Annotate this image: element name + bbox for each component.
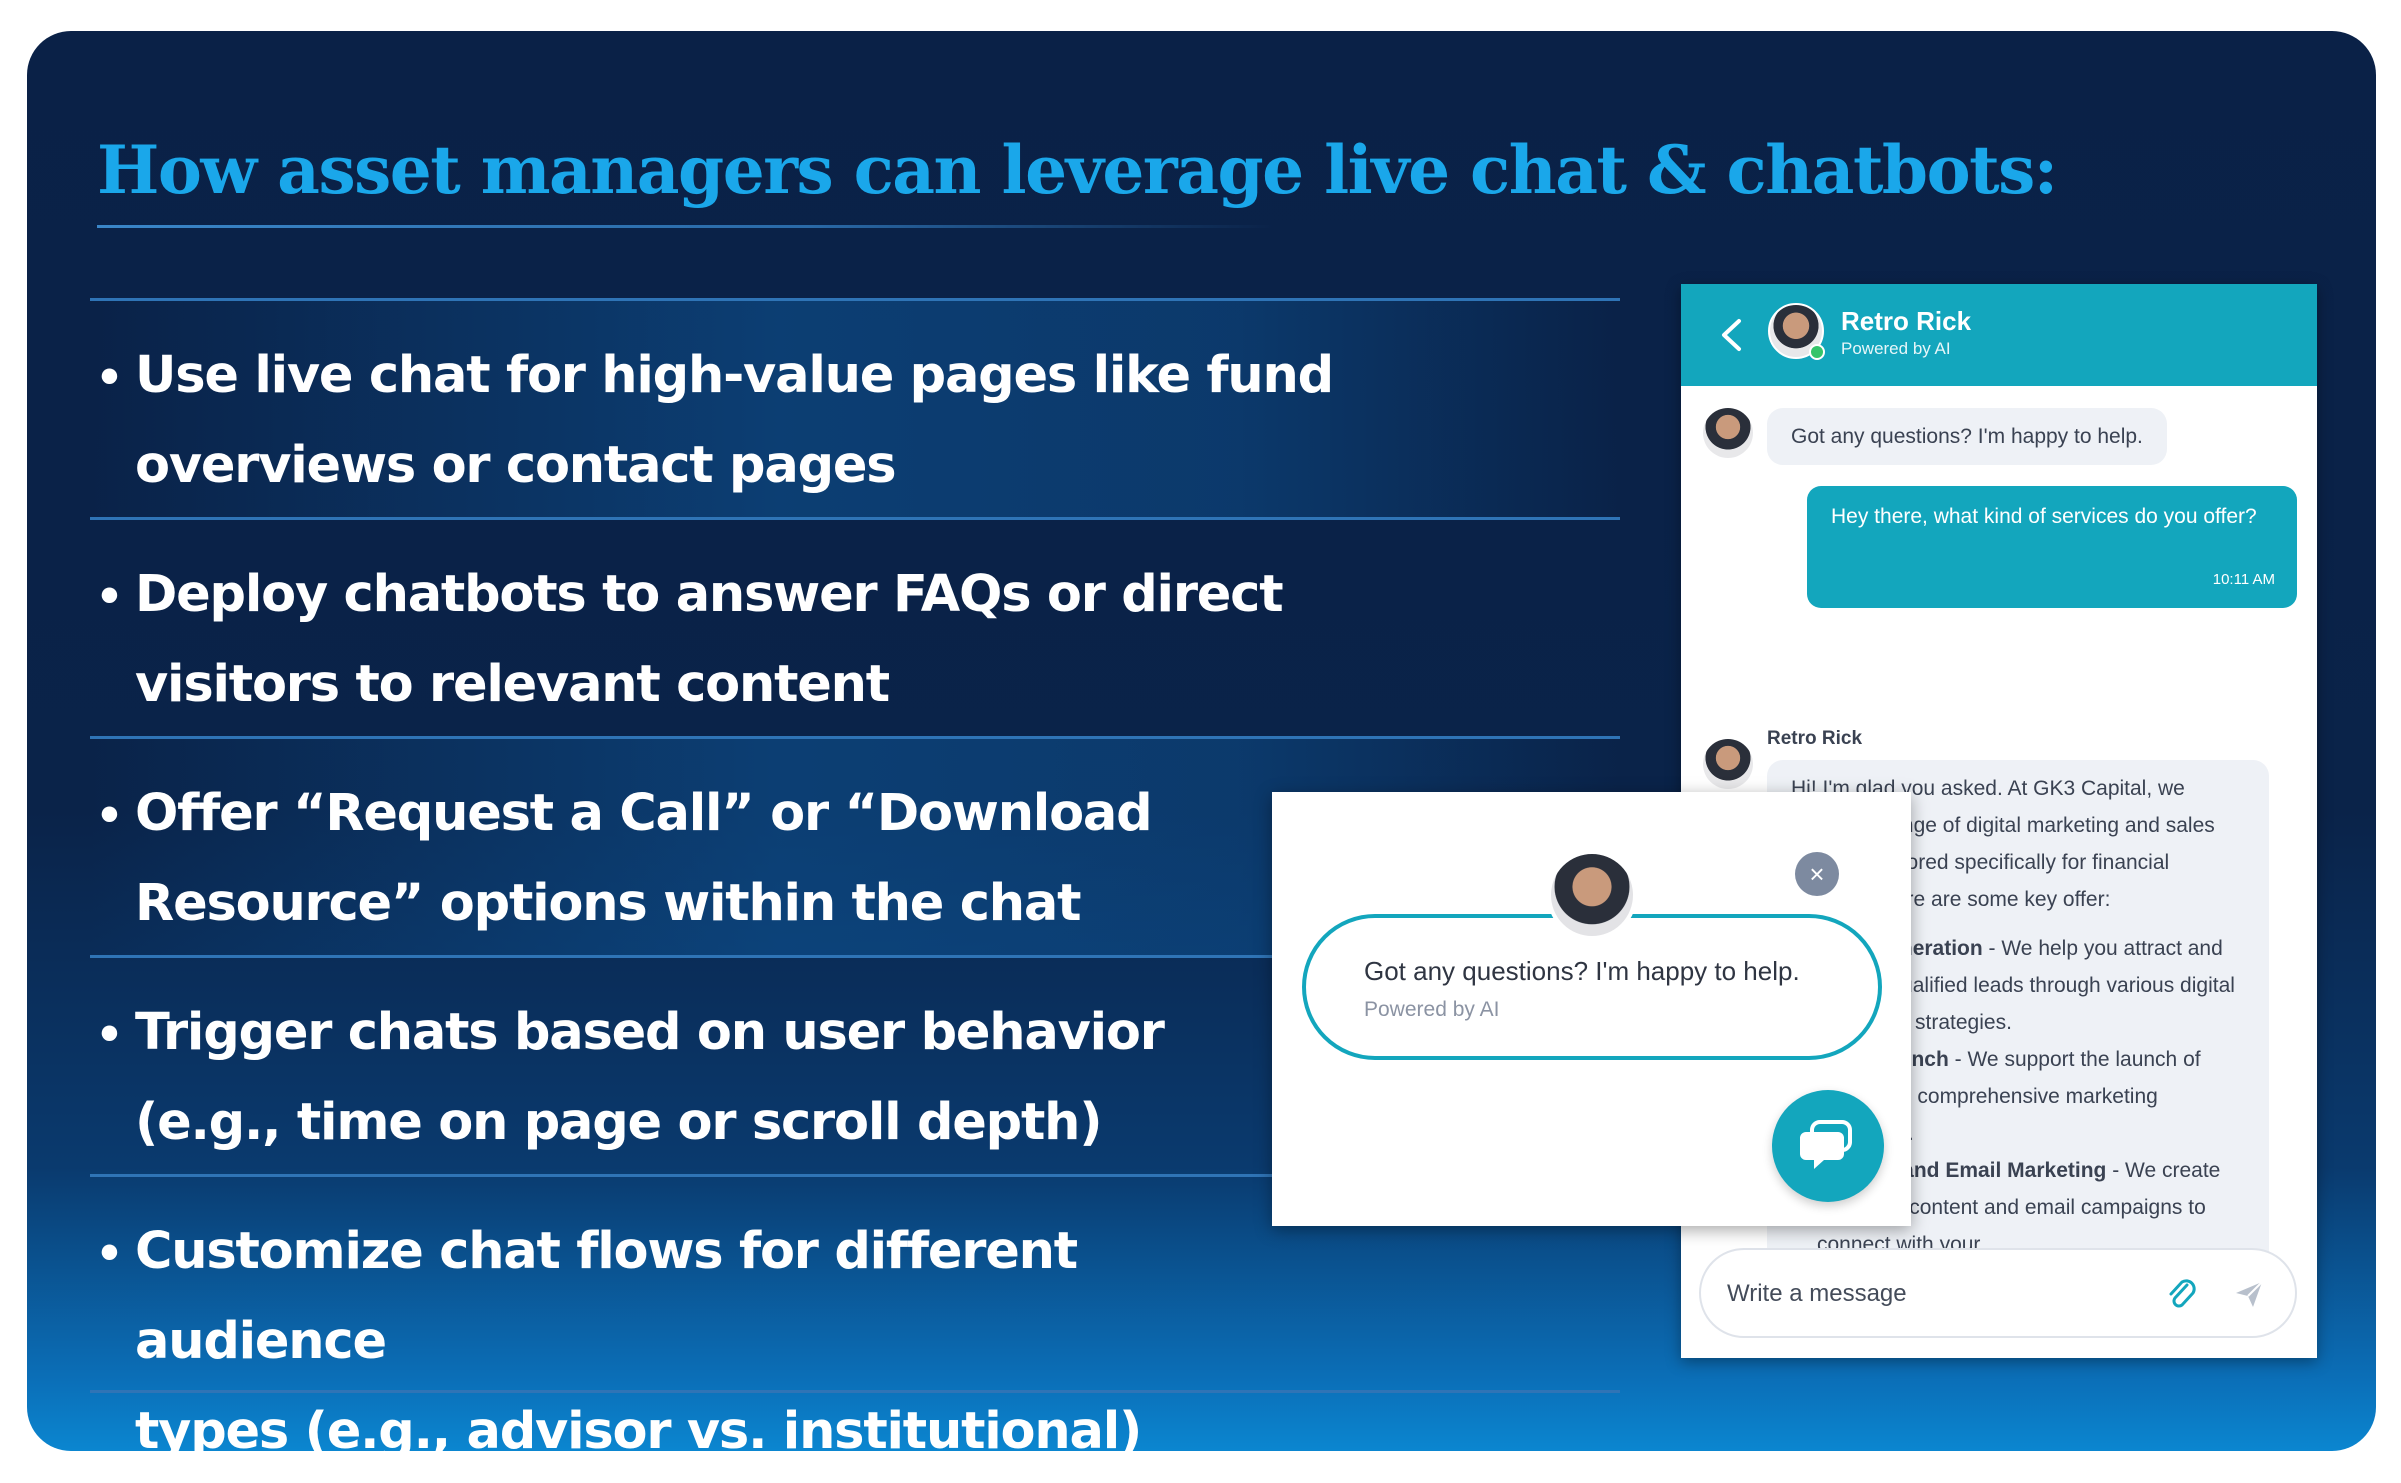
user-message-text: Hey there, what kind of services do you … — [1831, 505, 2257, 528]
user-message: Hey there, what kind of services do you … — [1807, 486, 2297, 608]
chevron-left-icon[interactable] — [1719, 318, 1743, 352]
bullet-dot: • — [100, 565, 119, 625]
bullet-dot: • — [100, 1222, 119, 1282]
agent-name: Retro Rick — [1841, 306, 1972, 336]
bullet-line: Use live chat for high-value pages like … — [135, 346, 1334, 405]
close-button[interactable]: × — [1795, 852, 1839, 896]
bullet-line: types (e.g., advisor vs. institutional) — [135, 1402, 1142, 1451]
chat-launcher-button[interactable] — [1772, 1090, 1884, 1202]
bullet-line: Offer “Request a Call” or “Download — [135, 784, 1153, 843]
bullet-dot: • — [100, 346, 119, 406]
list-item: • Deploy chatbots to answer FAQs or dire… — [90, 517, 1620, 736]
bullet-text: Customize chat flows for different audie… — [135, 1207, 1335, 1451]
bullet-line: Trigger chats based on user behavior — [135, 1003, 1165, 1062]
bullet-list: • Use live chat for high-value pages lik… — [90, 298, 1620, 1451]
bullet-text: Deploy chatbots to answer FAQs or direct… — [135, 550, 1335, 730]
list-item: • Use live chat for high-value pages lik… — [90, 298, 1620, 517]
bullet-line: Customize chat flows for different audie… — [135, 1222, 1078, 1371]
title-underline — [97, 225, 1277, 228]
popup-subtitle: Powered by AI — [1364, 998, 1500, 1021]
bullet-line: Resource” options within the chat — [135, 874, 1081, 933]
bullet-line: Deploy chatbots to answer FAQs or direct — [135, 565, 1284, 624]
page-title: How asset managers can leverage live cha… — [97, 131, 2058, 209]
list-item: • Trigger chats based on user behavior (… — [90, 955, 1620, 1174]
bullet-text: Use live chat for high-value pages like … — [135, 331, 1335, 511]
bullet-line: (e.g., time on page or scroll depth) — [135, 1093, 1103, 1152]
message-input[interactable] — [1727, 1274, 2127, 1314]
bullet-text: Offer “Request a Call” or “Download Reso… — [135, 769, 1335, 949]
paperclip-icon[interactable] — [2165, 1276, 2199, 1312]
sender-name: Retro Rick — [1767, 728, 1863, 749]
bullet-line: visitors to relevant content — [135, 655, 890, 714]
avatar — [1547, 850, 1637, 940]
agent-subtitle: Powered by AI — [1841, 339, 1951, 358]
bot-message: Got any questions? I'm happy to help. — [1767, 408, 2167, 465]
popup-text: Got any questions? I'm happy to help. — [1364, 956, 1800, 986]
avatar — [1703, 739, 1753, 789]
message-composer — [1699, 1248, 2297, 1338]
bullet-text: Trigger chats based on user behavior (e.… — [135, 988, 1335, 1168]
chat-popup: Got any questions? I'm happy to help. Po… — [1272, 792, 1911, 1226]
bullet-dot: • — [100, 784, 119, 844]
bullet-line: overviews or contact pages — [135, 436, 897, 495]
chat-header: Retro Rick Powered by AI — [1681, 284, 2317, 386]
chat-bubble-icon — [1800, 1120, 1852, 1169]
message-timestamp: 10:11 AM — [2212, 571, 2275, 588]
online-status-icon — [1809, 344, 1825, 360]
avatar — [1703, 408, 1753, 458]
list-item: • Customize chat flows for different aud… — [90, 1174, 1620, 1451]
send-icon[interactable] — [2233, 1278, 2265, 1310]
bullet-dot: • — [100, 1003, 119, 1063]
